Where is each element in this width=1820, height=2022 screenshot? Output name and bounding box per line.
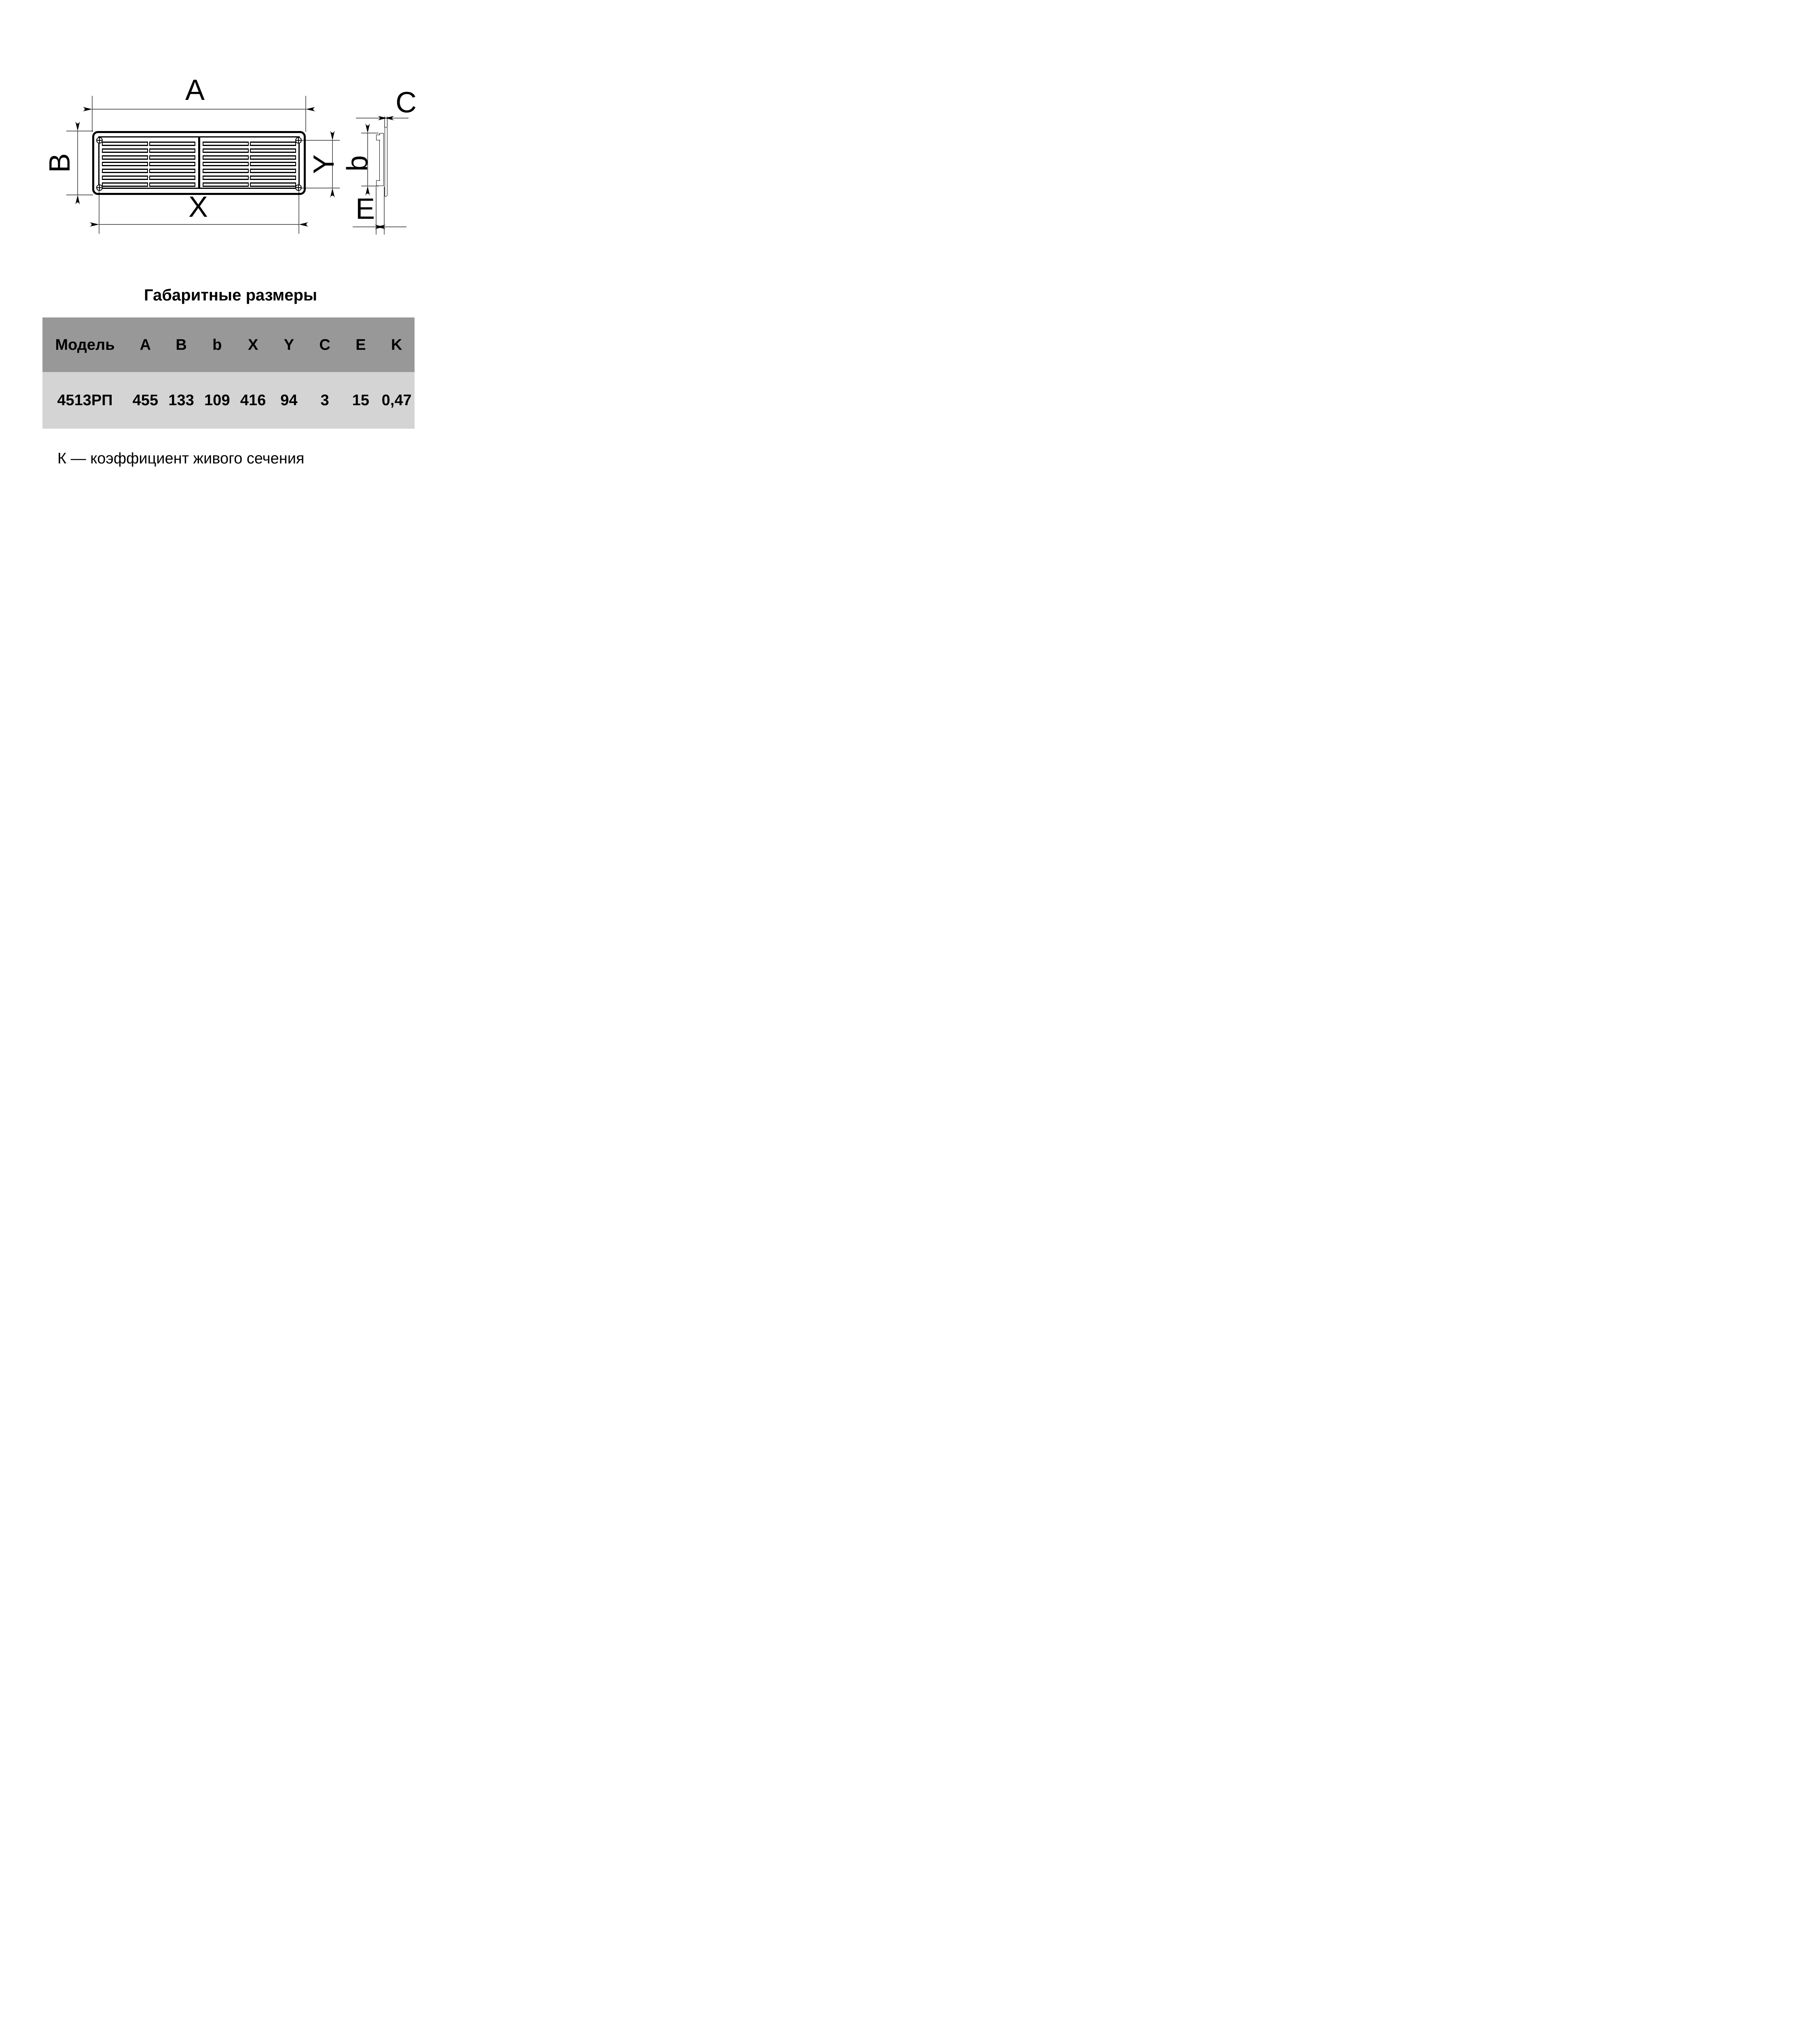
header-cell-c: C: [319, 336, 330, 353]
louvre-slot: [149, 148, 195, 153]
louvre-slot: [102, 148, 148, 153]
louvre-slot: [250, 182, 296, 187]
side-view-clip-bottom: [376, 180, 380, 186]
cell-k: 0,47: [381, 392, 412, 409]
cell-b: 133: [168, 392, 194, 409]
grille-centre-divider: [198, 136, 200, 189]
louvre-slot: [250, 148, 296, 153]
header-cell-e: E: [356, 336, 366, 353]
louvre-slot: [203, 162, 249, 167]
note-text: К — коэффициент живого сечения: [57, 450, 305, 467]
dim-label-y: Y: [308, 154, 340, 174]
louvre-slot: [203, 142, 249, 146]
screw-icon: [295, 137, 302, 144]
dim-label-b-height: B: [44, 153, 76, 173]
louvre-slot: [149, 162, 195, 167]
screw-icon: [96, 137, 103, 144]
screw-icon: [295, 184, 302, 191]
header-cell-b-small: b: [212, 336, 222, 353]
page: { "drawing": { "dimension_labels": { "A"…: [0, 0, 455, 607]
louvre-column: [250, 142, 296, 187]
cell-model: 4513РП: [57, 392, 113, 409]
louvre-slot: [203, 182, 249, 187]
dim-label-x: X: [188, 191, 208, 223]
louvre-slot: [250, 142, 296, 146]
side-view-body: [379, 133, 384, 186]
louvre-slot: [149, 142, 195, 146]
header-cell-x: X: [248, 336, 258, 353]
table-header-row: Модель A B b X Y C E K: [42, 317, 415, 372]
screw-icon: [96, 184, 103, 191]
louvre-slot: [102, 155, 148, 160]
louvre-slot: [102, 142, 148, 146]
cell-x: 416: [240, 392, 266, 409]
louvre-slot: [149, 182, 195, 187]
cell-e: 15: [352, 392, 370, 409]
louvre-slot: [149, 155, 195, 160]
louvre-slot: [250, 169, 296, 173]
side-view-clip-top: [376, 135, 380, 140]
louvre-slot: [203, 176, 249, 180]
louvre-slot: [102, 169, 148, 173]
louvre-slot: [149, 169, 195, 173]
louvre-slot: [250, 162, 296, 167]
cell-a: 455: [132, 392, 159, 409]
louvre-column: [149, 142, 195, 187]
louvre-slot: [203, 155, 249, 160]
dim-label-a: A: [185, 74, 205, 106]
louvre-slot: [250, 176, 296, 180]
louvre-slot: [250, 155, 296, 160]
dim-label-b-small: b: [341, 155, 374, 172]
header-cell-k: K: [391, 336, 402, 353]
side-view-flange: [385, 127, 387, 197]
louvre-slot: [149, 176, 195, 180]
louvre-slot: [203, 148, 249, 153]
louvre-column: [203, 142, 249, 187]
louvre-slot: [102, 182, 148, 187]
louvre-slot: [102, 176, 148, 180]
header-cell-b: B: [176, 336, 187, 353]
cell-b-small: 109: [204, 392, 230, 409]
louvre-slot: [102, 162, 148, 167]
louvre-slot: [203, 169, 249, 173]
table-data-row: 4513РП 455 133 109 416 94 3 15 0,47: [42, 372, 415, 429]
dim-label-c: C: [396, 87, 417, 119]
header-cell-model: Модель: [55, 336, 115, 353]
header-cell-y: Y: [284, 336, 294, 353]
cell-y: 94: [280, 392, 298, 409]
dim-label-e: E: [355, 193, 375, 225]
cell-c: 3: [320, 392, 329, 409]
dimensions-table: Модель A B b X Y C E K 4513РП 455 133 10…: [42, 317, 415, 429]
header-cell-a: A: [140, 336, 151, 353]
table-title: Габаритные размеры: [144, 286, 317, 304]
louvre-column: [102, 142, 148, 187]
